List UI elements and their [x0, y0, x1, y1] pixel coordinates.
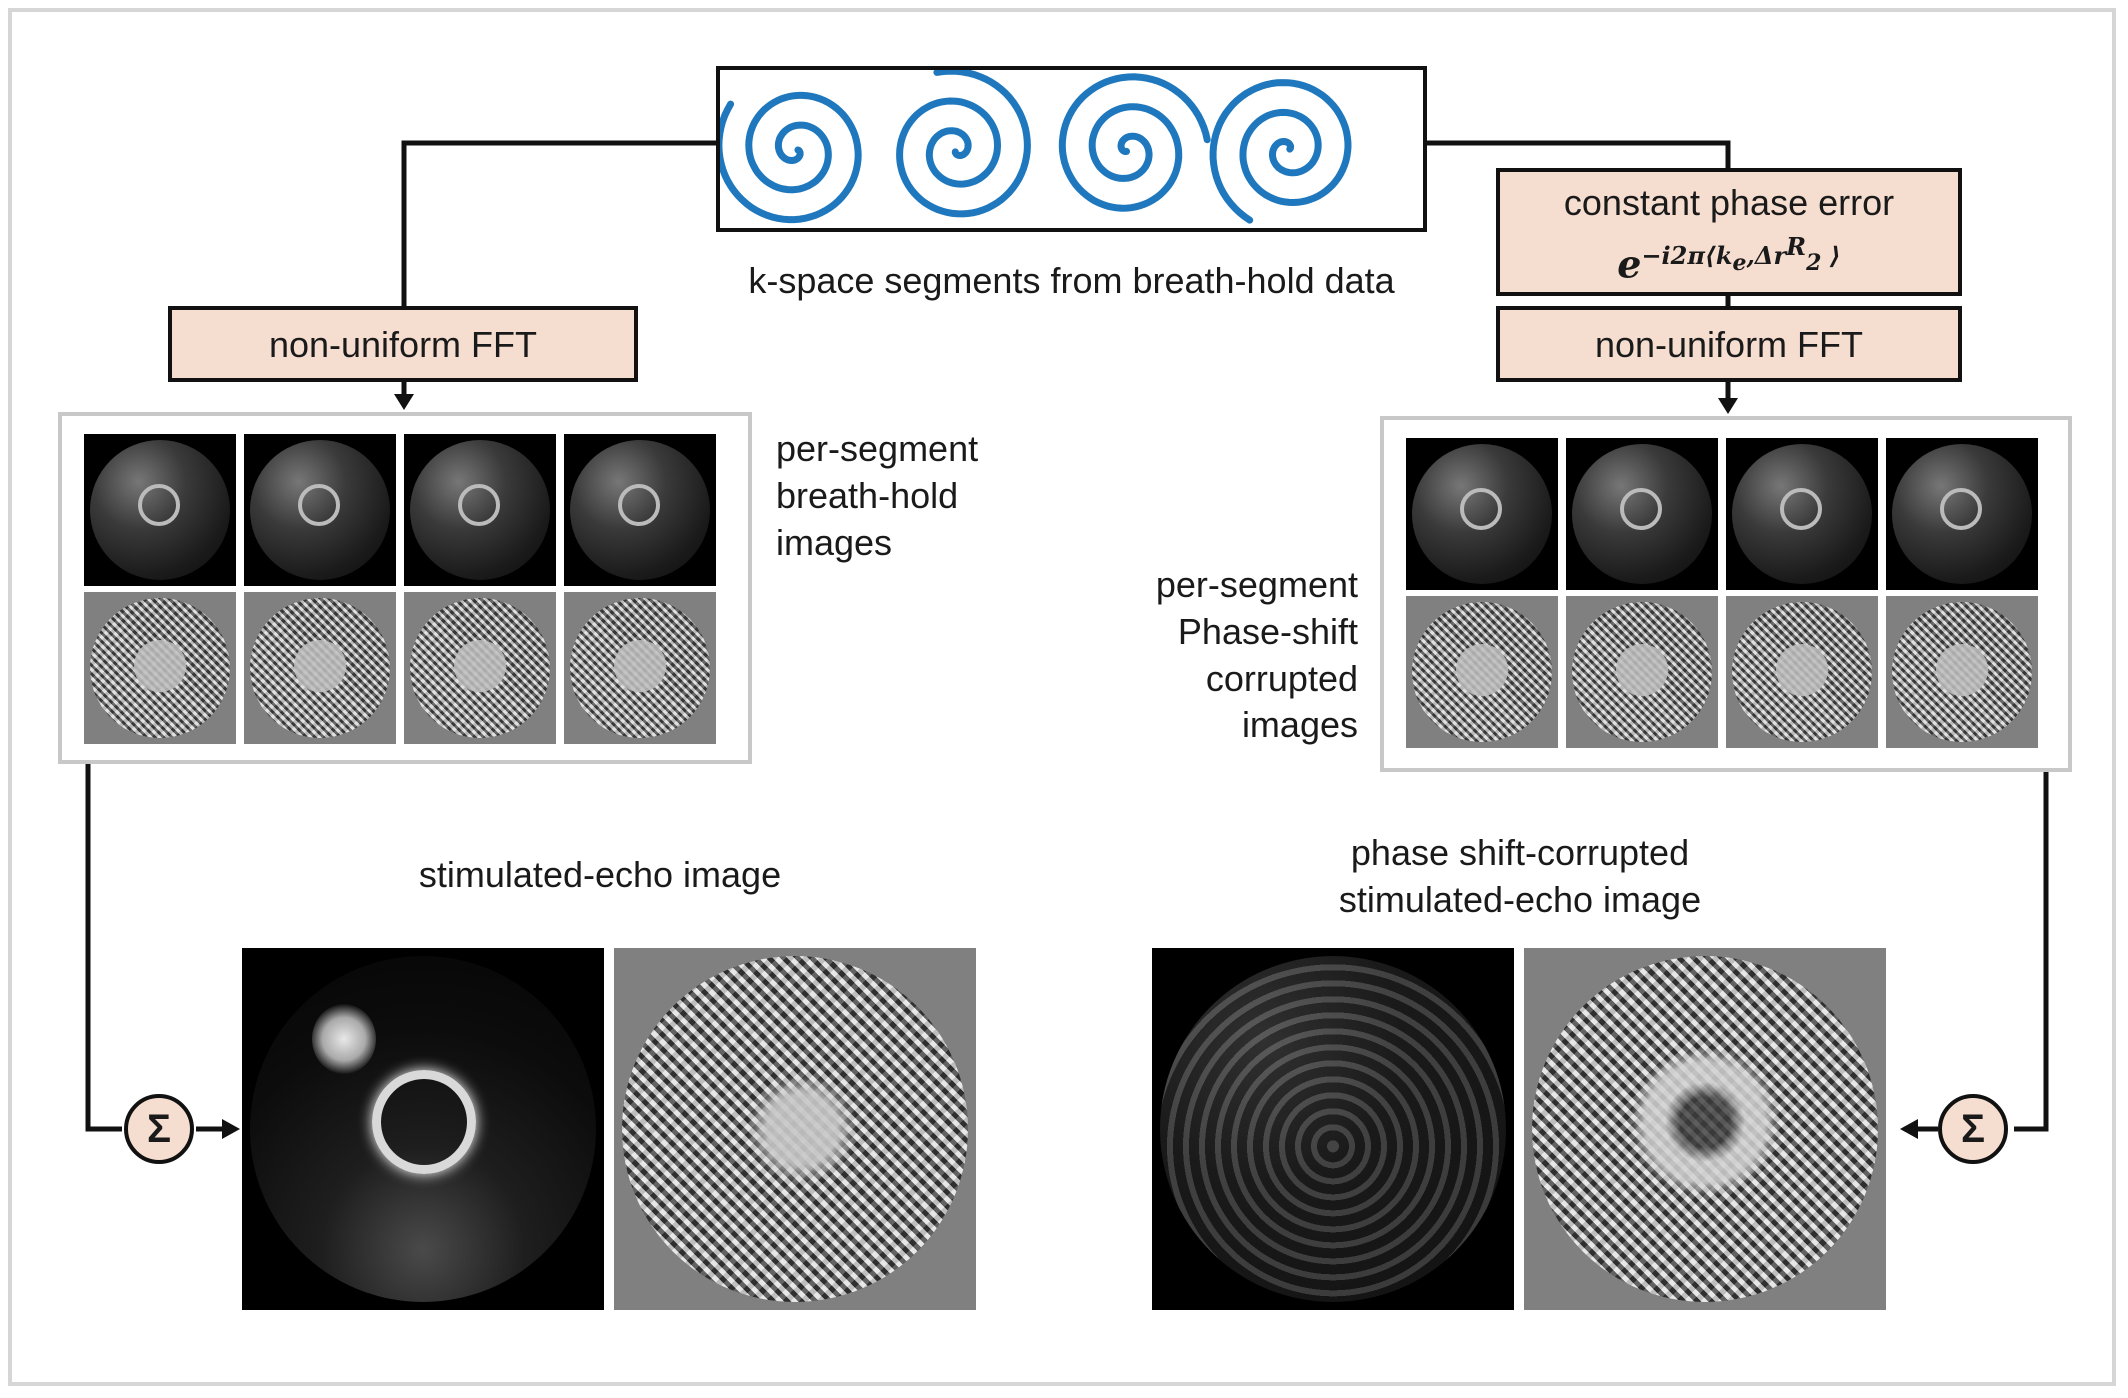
right-result-caption-line-2: stimulated-echo image	[1338, 878, 1702, 920]
right-magnitude-image	[1152, 948, 1514, 1310]
left-sum-symbol: Σ	[146, 1106, 171, 1151]
right-panel-caption-line-2: Phase-shift	[1177, 610, 1358, 652]
left-magnitude-thumb-4	[564, 434, 716, 586]
right-panel-caption-line-4: images	[1241, 704, 1358, 746]
right-magnitude-thumb-3	[1726, 438, 1878, 590]
right-fft-label: non-uniform FFT	[1594, 324, 1864, 365]
spiral-4	[1209, 79, 1352, 224]
right-top-connector	[1427, 140, 1731, 168]
left-phase-thumb-2	[244, 592, 396, 744]
left-fft-arrowhead	[394, 394, 414, 410]
right-magnitude-thumb-2	[1566, 438, 1718, 590]
spiral-1	[715, 91, 862, 224]
spiral-trajectories	[715, 67, 1352, 224]
right-fft-box: non-uniform FFT	[1496, 306, 1962, 382]
left-fft-box: non-uniform FFT	[168, 306, 638, 382]
phase-error-formula: e−i2π⟨ke,ΔrR2 ⟩	[1617, 232, 1841, 287]
left-magnitude-thumb-1	[84, 434, 236, 586]
right-sum-symbol: Σ	[1960, 1106, 1985, 1151]
bright-spot	[312, 1004, 376, 1074]
left-phase-thumb-4	[564, 592, 716, 744]
right-segment-panel	[1380, 416, 2072, 772]
kspace-segments-box	[715, 66, 1427, 232]
right-phase-thumb-1	[1406, 596, 1558, 748]
left-magnitude-image	[242, 948, 604, 1310]
left-panel-caption: per-segment breath-hold images	[776, 426, 978, 566]
right-panel-caption-line-1: per-segment	[1155, 564, 1358, 605]
left-sum-node: Σ	[124, 1094, 194, 1164]
right-magnitude-thumb-1	[1406, 438, 1558, 590]
right-phase-thumb-4	[1886, 596, 2038, 748]
right-sum-connector	[2014, 772, 2049, 1132]
right-result-caption: phase shift-corrupted stimulated-echo im…	[1200, 830, 1840, 924]
left-segment-panel	[58, 412, 752, 764]
right-phase-thumb-3	[1726, 596, 1878, 748]
heart-ring	[372, 1070, 476, 1174]
right-phase-image	[1524, 948, 1886, 1310]
left-sum-connector	[85, 764, 122, 1132]
left-panel-caption-line-2: breath-hold	[776, 474, 959, 516]
right-sum-node: Σ	[1938, 1094, 2008, 1164]
right-sum-arrowhead	[1900, 1119, 1918, 1139]
kspace-caption: k-space segments from breath-hold data	[748, 260, 1395, 301]
left-result-caption: stimulated-echo image	[418, 854, 782, 895]
left-fft-label: non-uniform FFT	[268, 324, 538, 365]
left-phase-image	[614, 948, 976, 1310]
figure-frame	[8, 8, 2116, 1386]
right-phase-thumb-2	[1566, 596, 1718, 748]
right-fft-arrowhead	[1718, 398, 1738, 414]
right-result-caption-line-1: phase shift-corrupted	[1350, 832, 1690, 873]
spiral-3	[1058, 73, 1211, 212]
right-magnitude-thumb-4	[1886, 438, 2038, 590]
left-sum-arrowhead	[222, 1119, 240, 1139]
left-panel-caption-line-3: images	[776, 521, 893, 563]
phase-error-title: constant phase error	[1563, 182, 1895, 223]
right-panel-caption: per-segment Phase-shift corrupted images	[1060, 562, 1358, 749]
left-top-connector	[401, 140, 716, 306]
left-magnitude-thumb-3	[404, 434, 556, 586]
left-panel-caption-line-1: per-segment	[776, 428, 979, 469]
left-phase-thumb-1	[84, 592, 236, 744]
spiral-2	[896, 67, 1031, 218]
left-magnitude-thumb-2	[244, 434, 396, 586]
right-panel-caption-line-3: corrupted	[1205, 657, 1358, 699]
phase-error-box: constant phase error e−i2π⟨ke,ΔrR2 ⟩	[1496, 168, 1962, 296]
left-phase-thumb-3	[404, 592, 556, 744]
